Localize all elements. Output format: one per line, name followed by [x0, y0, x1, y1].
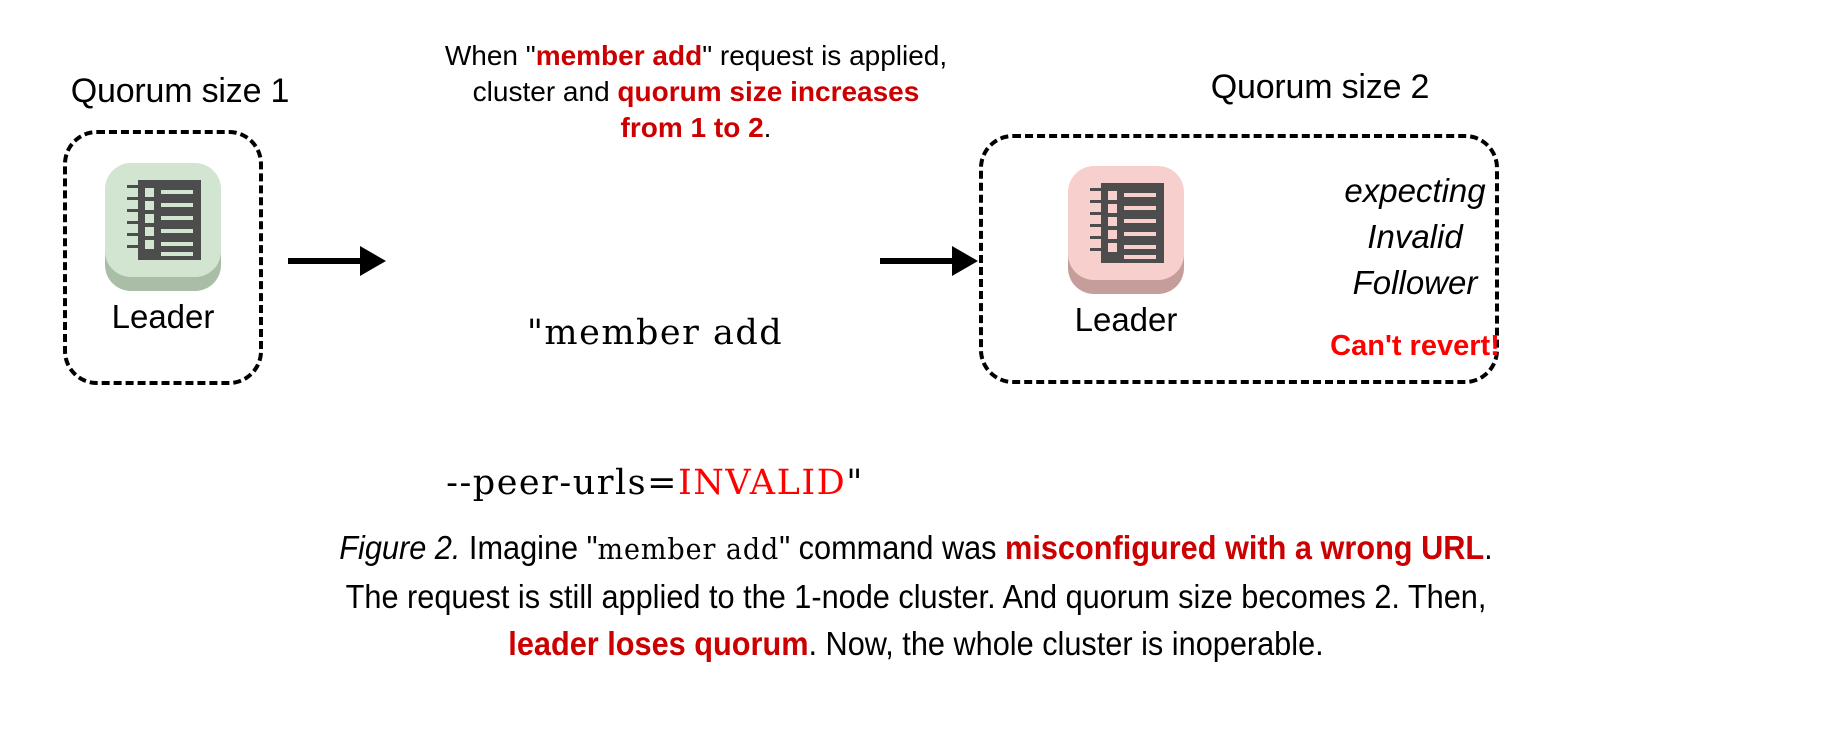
caption-l3-b: . Now, the whole cluster is inoperable.	[808, 625, 1324, 662]
caption-l1-b: " command was	[779, 529, 1006, 566]
top-annotation: When "member add" request is applied, cl…	[406, 38, 986, 146]
server-icon-bar	[1124, 219, 1156, 223]
arrow-shaft	[288, 258, 364, 264]
top-note-l3-b: .	[763, 112, 772, 143]
server-icon	[1068, 166, 1184, 294]
server-icon-tab	[1090, 236, 1103, 240]
server-icon-bar	[1124, 193, 1156, 197]
top-annotation-line-3: from 1 to 2.	[406, 110, 986, 146]
server-icon-bar	[161, 252, 193, 256]
server-icon-led	[1108, 191, 1117, 200]
server-icon-tab	[127, 197, 140, 201]
right-cluster-box	[979, 134, 1499, 384]
left-node-label: Leader	[111, 298, 215, 335]
caption-l1-c: .	[1484, 529, 1493, 566]
server-icon-tab	[127, 221, 140, 225]
server-icon-tab	[127, 245, 140, 249]
server-icon	[105, 163, 221, 291]
arrow-shaft	[880, 258, 956, 264]
command-text: "member add --peer-urls=INVALID"	[395, 208, 915, 558]
server-icon-bar	[161, 216, 193, 220]
server-icon-tab	[1090, 200, 1103, 204]
top-note-l2-a: cluster and	[472, 76, 618, 107]
figure-caption: Figure 2. Imagine "member add" command w…	[64, 524, 1768, 667]
server-icon-glyph	[127, 180, 201, 260]
arrow-left-icon	[288, 245, 386, 277]
server-icon-tab	[1090, 224, 1103, 228]
figure-label: Figure 2.	[339, 529, 461, 566]
server-icon-led	[145, 227, 154, 236]
top-note-l1-highlight: member add	[535, 40, 703, 71]
command-line-2-suffix: "	[846, 463, 864, 503]
server-icon-glyph	[1090, 183, 1164, 263]
server-icon-tab	[127, 233, 140, 237]
left-node: Leader	[105, 163, 221, 337]
server-icon-bar	[1124, 245, 1156, 249]
arrow-right-icon	[880, 245, 978, 277]
server-icon-bar	[161, 229, 193, 233]
top-note-l2-highlight: quorum size increases	[617, 76, 920, 107]
server-icon-led	[145, 240, 154, 249]
arrow-head	[360, 246, 386, 276]
left-cluster-box	[63, 130, 263, 385]
server-icon-bar	[1124, 255, 1156, 259]
right-status-text: expecting Invalid Follower	[1250, 168, 1580, 306]
caption-l1-a: Imagine "	[460, 529, 598, 566]
left-cluster-title: Quorum size 1	[70, 72, 290, 110]
server-icon-led	[145, 188, 154, 197]
right-node: Leader	[1068, 166, 1184, 340]
server-icon-led	[145, 214, 154, 223]
top-note-l3-highlight: from 1 to 2	[620, 112, 764, 143]
top-annotation-line-1: When "member add" request is applied,	[406, 38, 986, 74]
top-note-l1-b: " request is applied,	[702, 40, 948, 71]
server-icon-tab	[1090, 212, 1103, 216]
status-line-1: expecting	[1344, 172, 1486, 209]
right-node-label: Leader	[1074, 301, 1178, 338]
right-cluster-title: Quorum size 2	[1210, 68, 1430, 106]
server-icon-led	[1108, 204, 1117, 213]
caption-l1-command: member add	[597, 532, 780, 566]
server-icon-tab	[127, 185, 140, 189]
command-line-2: --peer-urls=INVALID"	[395, 458, 915, 508]
server-icon-bar	[1124, 232, 1156, 236]
caption-line-1: Figure 2. Imagine "member add" command w…	[64, 524, 1768, 573]
server-icon-bar	[161, 242, 193, 246]
server-icon-bar	[161, 190, 193, 194]
server-icon-tab	[127, 209, 140, 213]
command-line-1: "member add	[526, 313, 784, 353]
server-icon-led	[145, 201, 154, 210]
server-icon-bar	[1124, 206, 1156, 210]
caption-l3-highlight: leader loses quorum	[508, 625, 809, 662]
server-icon-led	[1108, 243, 1117, 252]
server-icon-led	[1108, 230, 1117, 239]
top-annotation-line-2: cluster and quorum size increases	[406, 74, 986, 110]
server-icon-tab	[1090, 188, 1103, 192]
command-invalid-token: INVALID	[677, 463, 847, 503]
caption-line-2: The request is still applied to the 1-no…	[345, 578, 1487, 615]
server-icon-bar	[161, 203, 193, 207]
status-line-2: Invalid	[1367, 218, 1463, 255]
server-icon-led	[1108, 217, 1117, 226]
arrow-head	[952, 246, 978, 276]
status-line-3: Follower	[1352, 264, 1478, 301]
cant-revert-warning: Can't revert!	[1330, 330, 1500, 362]
caption-line-3: leader loses quorum. Now, the whole clus…	[64, 620, 1768, 667]
server-icon-tab	[1090, 248, 1103, 252]
caption-l1-highlight: misconfigured with a wrong URL	[1005, 529, 1485, 566]
command-line-2-prefix: --peer-urls=	[446, 463, 678, 503]
top-note-l1-a: When "	[444, 40, 536, 71]
